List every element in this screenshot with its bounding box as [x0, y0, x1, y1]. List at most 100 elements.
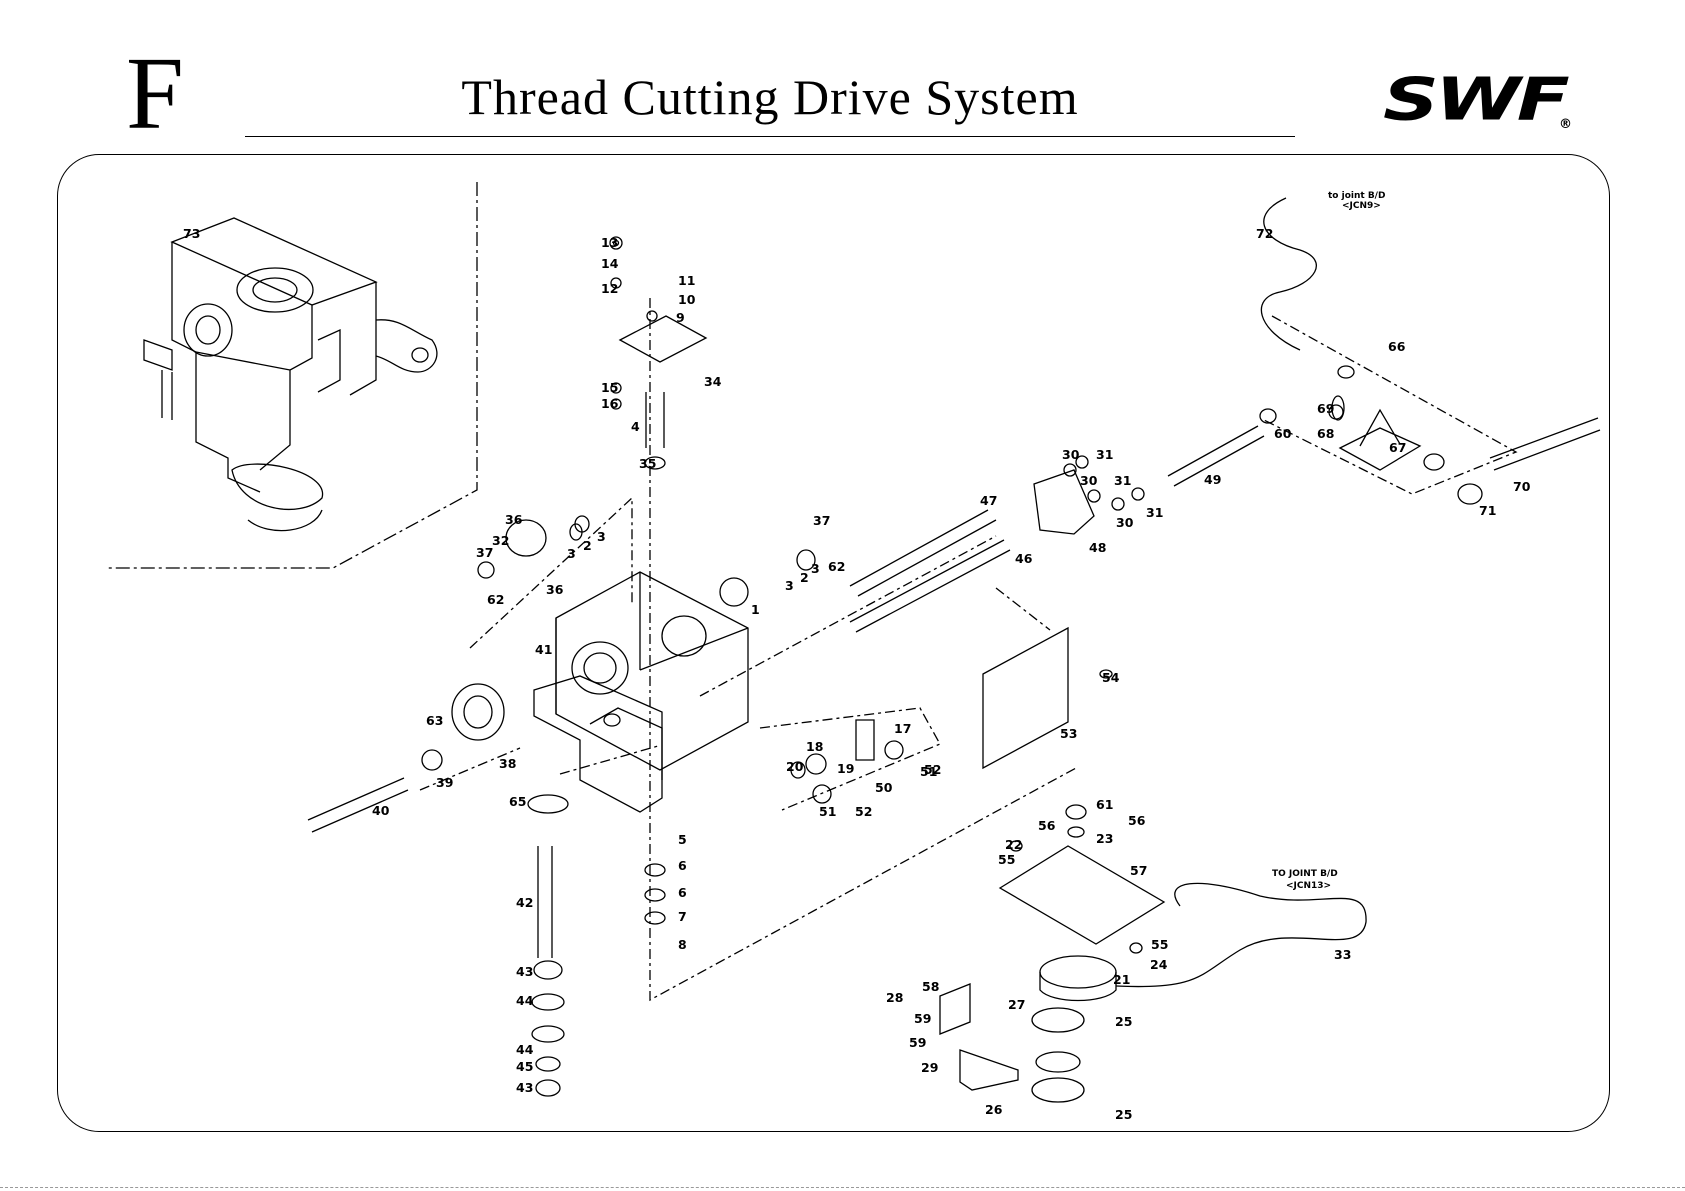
part-callout-3: 3	[785, 578, 794, 593]
registered-mark: ®	[1559, 117, 1572, 130]
part-callout-31: 31	[1096, 447, 1113, 462]
part-callout-44: 44	[516, 993, 534, 1008]
cover-plate-53	[982, 626, 1069, 770]
part-callout-15: 15	[601, 380, 618, 395]
part-callout-37: 37	[813, 513, 830, 528]
part-callout-49: 49	[1204, 472, 1221, 487]
part-callout-16: 16	[601, 396, 619, 411]
part-callout-34: 34	[704, 374, 722, 389]
note-joint-top-line2: <JCN9>	[1342, 201, 1381, 211]
diagram-panel	[57, 154, 1610, 1132]
part-callout-36: 36	[505, 512, 523, 527]
part-callout-73: 73	[183, 226, 200, 241]
part-callout-22: 22	[1005, 837, 1022, 852]
part-callout-68: 68	[1317, 426, 1334, 441]
part-callout-30: 30	[1116, 515, 1134, 530]
part-callout-25: 25	[1115, 1107, 1132, 1122]
part-callout-7: 7	[678, 909, 687, 924]
part-callout-35: 35	[639, 456, 656, 471]
note-joint-bottom-line2: <JCN13>	[1286, 881, 1331, 891]
part-callout-56: 56	[1128, 813, 1146, 828]
part-callout-23: 23	[1096, 831, 1113, 846]
part-callout-38: 38	[499, 756, 516, 771]
shaft-46	[849, 539, 1011, 633]
part-callout-36: 36	[546, 582, 564, 597]
part-callout-56: 56	[1038, 818, 1056, 833]
part-callout-59: 59	[909, 1035, 926, 1050]
part-callout-59: 59	[914, 1011, 931, 1026]
bracket-67	[1338, 408, 1422, 471]
part-callout-50: 50	[875, 780, 893, 795]
part-callout-31: 31	[1146, 505, 1163, 520]
part-callout-42: 42	[516, 895, 533, 910]
part-callout-31: 31	[1114, 473, 1131, 488]
part-callout-43: 43	[516, 964, 533, 979]
part-callout-52: 52	[924, 762, 941, 777]
part-callout-2: 2	[583, 538, 592, 553]
part-callout-30: 30	[1062, 447, 1080, 462]
brand-logo: SWF ®	[1383, 74, 1573, 130]
part-callout-18: 18	[806, 739, 823, 754]
assembly-leaders	[419, 298, 1518, 1002]
note-joint-bottom-line1: TO JOINT B/D	[1272, 869, 1338, 879]
assembly-73-unit	[143, 217, 438, 532]
part-callout-12: 12	[601, 281, 618, 296]
part-callout-21: 21	[1113, 972, 1130, 987]
part-callout-5: 5	[678, 832, 687, 847]
page-title: Thread Cutting Drive System	[461, 69, 1079, 125]
cable-rod-70	[1489, 417, 1601, 471]
part-callout-39: 39	[436, 775, 453, 790]
bracket-27	[939, 983, 971, 1035]
inset-divider	[108, 182, 478, 569]
part-callout-52: 52	[855, 804, 872, 819]
part-callout-25: 25	[1115, 1014, 1132, 1029]
part-callout-55: 55	[998, 852, 1015, 867]
rod-49	[1167, 425, 1265, 487]
part-callout-3: 3	[567, 546, 576, 561]
part-callout-51: 51	[819, 804, 836, 819]
part-callout-24: 24	[1150, 957, 1168, 972]
part-callout-54: 54	[1102, 670, 1120, 685]
part-callout-70: 70	[1513, 479, 1531, 494]
part-callout-60: 60	[1274, 426, 1292, 441]
shaft-40	[307, 777, 409, 833]
part-callout-17: 17	[894, 721, 911, 736]
part-callout-53: 53	[1060, 726, 1077, 741]
part-callout-13: 13	[601, 235, 618, 250]
motor-assembly-21	[998, 845, 1166, 1103]
part-callout-20: 20	[786, 759, 804, 774]
brand-logo-text: SWF	[1383, 74, 1570, 130]
part-callout-57: 57	[1130, 863, 1147, 878]
bracket-26	[959, 1049, 1019, 1091]
part-callout-62: 62	[828, 559, 845, 574]
part-callout-14: 14	[601, 256, 619, 271]
cable-72	[1260, 197, 1317, 351]
part-callout-37: 37	[476, 545, 493, 560]
part-callout-2: 2	[800, 570, 809, 585]
page-bottom-edge	[0, 1187, 1685, 1188]
gear-housing-41	[533, 571, 749, 813]
part-callout-6: 6	[678, 858, 687, 873]
part-callout-8: 8	[678, 937, 687, 952]
title-rule	[245, 136, 1295, 137]
part-callout-40: 40	[372, 803, 390, 818]
part-callout-9: 9	[676, 310, 685, 325]
part-callout-43: 43	[516, 1080, 533, 1095]
cable-33	[1115, 882, 1367, 988]
part-callout-29: 29	[921, 1060, 938, 1075]
part-callout-19: 19	[837, 761, 854, 776]
hardware-glyphs	[421, 236, 1483, 1097]
part-callout-62: 62	[487, 592, 504, 607]
part-callout-3: 3	[597, 529, 606, 544]
part-callouts: 7313141211109341516435363232337623637621…	[183, 226, 1531, 1122]
link-48	[1033, 469, 1095, 535]
part-callout-72: 72	[1256, 226, 1273, 241]
part-callout-41: 41	[535, 642, 552, 657]
part-callout-32: 32	[492, 533, 509, 548]
part-callout-44: 44	[516, 1042, 534, 1057]
part-callout-67: 67	[1389, 440, 1406, 455]
part-callout-47: 47	[980, 493, 997, 508]
part-callout-10: 10	[678, 292, 696, 307]
part-callout-11: 11	[678, 273, 695, 288]
part-callout-30: 30	[1080, 473, 1098, 488]
